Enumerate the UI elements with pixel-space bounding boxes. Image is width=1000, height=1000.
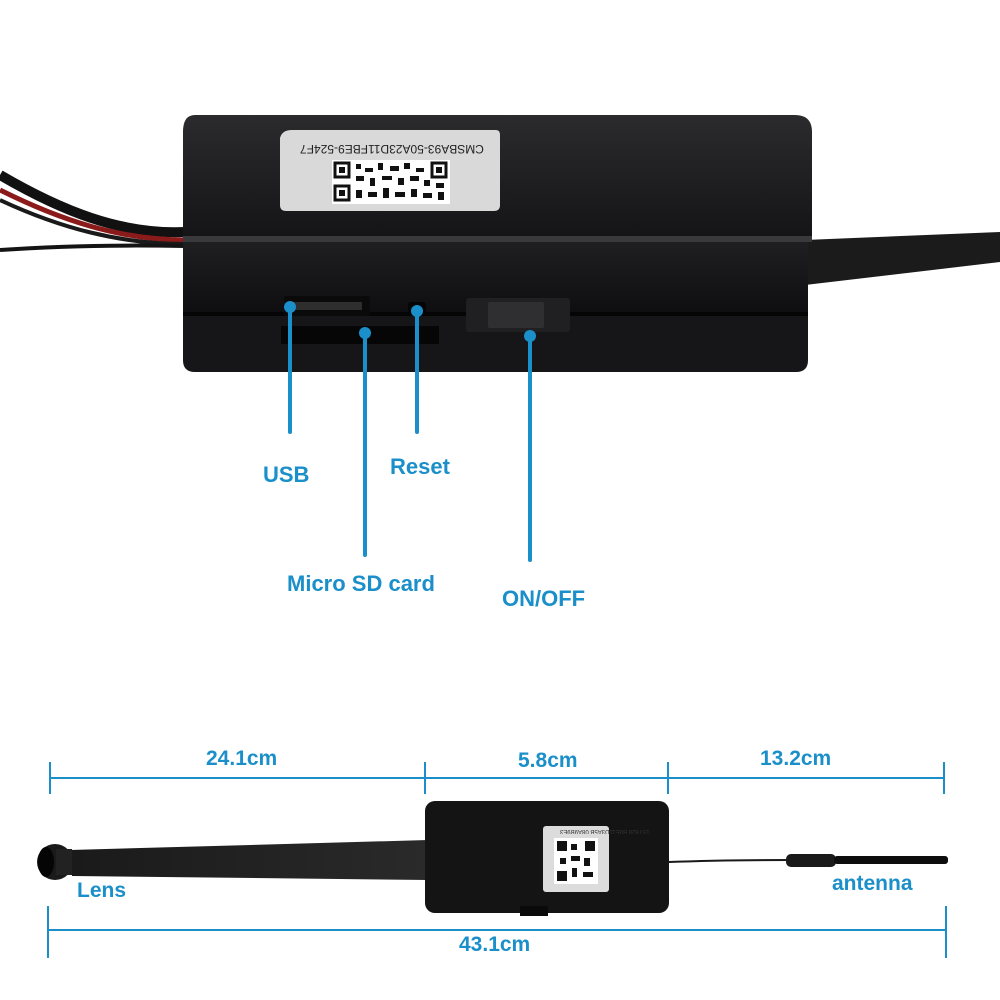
usb-label: USB xyxy=(263,462,310,487)
power-switch xyxy=(466,298,570,332)
on-off-label: ON/OFF xyxy=(502,586,586,611)
dim-antenna: 13.2cm xyxy=(760,747,832,770)
lens-label: Lens xyxy=(77,879,127,902)
dim-module: 5.8cm xyxy=(518,749,578,772)
dim-total: 43.1cm xyxy=(459,933,531,956)
dim-lens-cable: 24.1cm xyxy=(206,747,278,770)
qr-code-icon xyxy=(332,160,450,204)
sticker-code: CMSBA93-50A23D11FBE9-524F7 xyxy=(300,142,484,156)
dimension-lines xyxy=(47,762,947,958)
micro-sd-label: Micro SD card xyxy=(287,571,435,596)
module-box-bottom xyxy=(425,801,669,916)
callout-lines xyxy=(288,305,532,562)
reset-label: Reset xyxy=(390,454,450,479)
antenna-label: antenna xyxy=(832,872,913,895)
antenna-wire xyxy=(668,854,948,867)
lens-ribbon xyxy=(70,840,428,880)
usb-port xyxy=(284,296,370,316)
cable-bundle xyxy=(0,170,186,252)
small-sticker-code: 1ST628 B9E11D3A5B 08A9B9E3 xyxy=(560,828,650,834)
ribbon-cable xyxy=(805,232,1000,285)
callout-dots xyxy=(284,301,536,342)
lens-icon xyxy=(37,844,73,880)
qr-sticker xyxy=(280,130,500,211)
